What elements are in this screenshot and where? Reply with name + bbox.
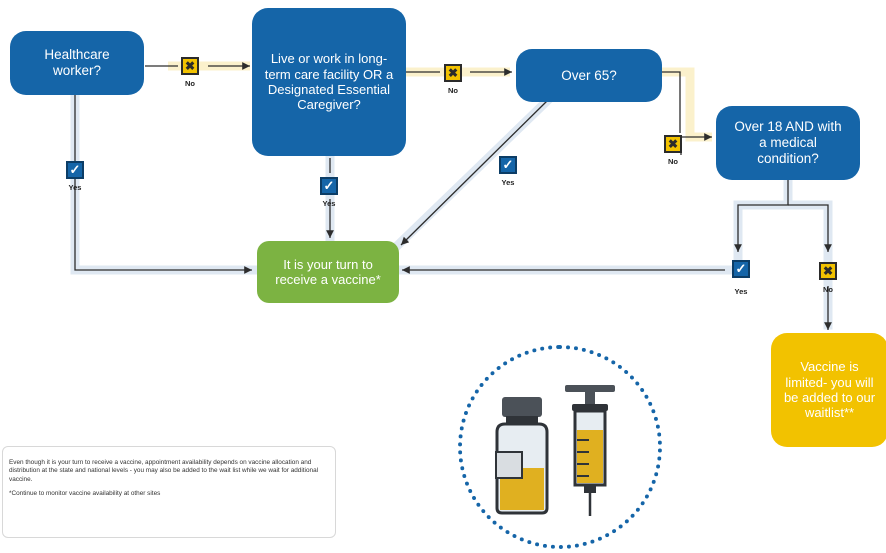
decision-healthcare-worker-text: Healthcare worker?	[44, 47, 110, 78]
yes-label: Yes	[501, 178, 515, 187]
result-your-turn-text: It is your turn to receive a vaccine*	[275, 256, 381, 287]
yes-label: Yes	[68, 183, 82, 192]
result-your-turn: It is your turn to receive a vaccine*	[257, 241, 399, 303]
no-badge-icon: ✖	[444, 64, 462, 82]
no-badge-icon: ✖	[819, 262, 837, 280]
no-badge-icon: ✖	[664, 135, 682, 153]
no-label: No	[448, 86, 458, 95]
yes-label: Yes	[734, 287, 748, 296]
decision-over-18-medical-text: Over 18 AND with a medical condition?	[734, 119, 842, 166]
vaccine-illustration-circle	[458, 345, 662, 549]
decision-over-65-text: Over 65?	[561, 67, 617, 83]
yes-checkmark-icon: ✓	[732, 260, 750, 278]
decision-healthcare-worker: Healthcare worker?	[10, 31, 144, 95]
no-badge-icon: ✖	[181, 57, 199, 75]
yes-checkmark-icon: ✓	[66, 161, 84, 179]
result-waitlist: Vaccine is limited- you will be added to…	[771, 333, 886, 447]
no-label: No	[185, 79, 195, 88]
yes-checkmark-icon: ✓	[320, 177, 338, 195]
result-waitlist-text: Vaccine is limited- you will be added to…	[783, 359, 876, 421]
decision-long-term-care-text: Live or work in long-term care facility …	[264, 51, 394, 113]
disclaimer-note: Even though it is your turn to receive a…	[2, 446, 336, 538]
disclaimer-footnote: *Continue to monitor vaccine availabilit…	[9, 490, 161, 498]
decision-over-18-medical: Over 18 AND with a medical condition?	[716, 106, 860, 180]
no-label: No	[823, 285, 833, 294]
yes-checkmark-icon: ✓	[499, 156, 517, 174]
decision-over-65: Over 65?	[516, 49, 662, 102]
decision-long-term-care: Live or work in long-term care facility …	[252, 8, 406, 156]
disclaimer-paragraph: Even though it is your turn to receive a…	[9, 459, 319, 483]
no-label: No	[668, 157, 678, 166]
yes-label: Yes	[322, 199, 336, 208]
